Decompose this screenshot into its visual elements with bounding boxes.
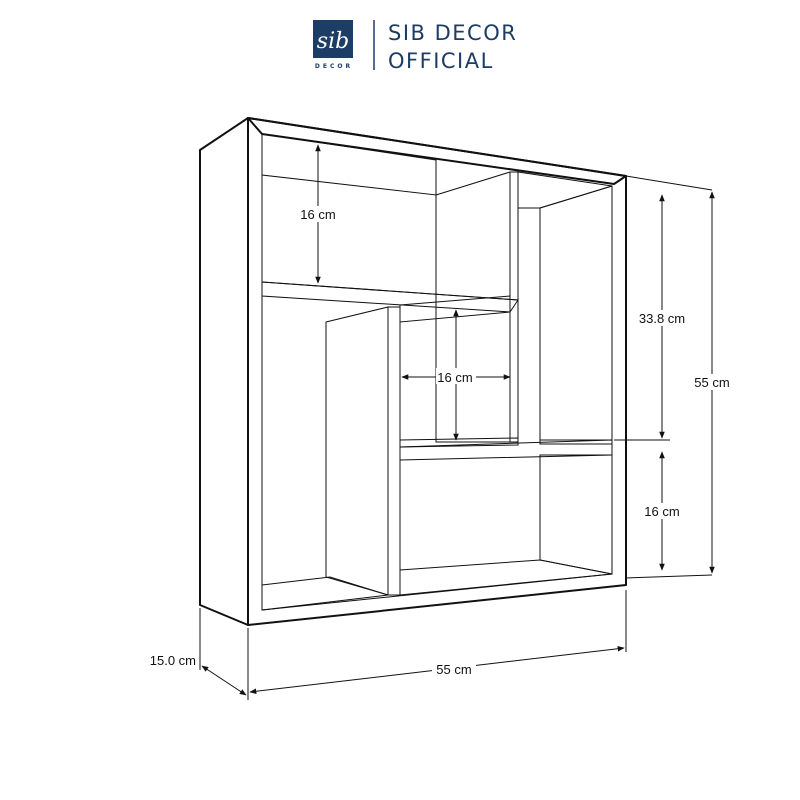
brand-name-line2: OFFICIAL [388, 49, 494, 73]
brand-header: sib DECOR SIB DECOR OFFICIAL [313, 20, 517, 73]
dim-bg-upper [640, 310, 690, 326]
lower-right-side [539, 454, 613, 575]
brand-name-line1: SIB DECOR [388, 21, 517, 45]
divider-lower-left-face [387, 306, 401, 596]
dim-line-depth [201, 665, 247, 696]
ext-line-top [625, 175, 713, 191]
dim-bg-middle [436, 368, 476, 384]
divider-right [539, 185, 613, 441]
dim-label-top-compartment: 16 cm [300, 207, 335, 222]
dim-label-upper-section: 33.8 cm [639, 311, 685, 326]
dim-bg-total-height [690, 374, 734, 390]
dim-label-total-width: 55 cm [436, 662, 471, 677]
shelf-unit [199, 117, 627, 626]
dim-label-total-height: 55 cm [694, 375, 729, 390]
shelf-lower-right [399, 439, 613, 461]
logo-square [313, 20, 353, 58]
divider-lower-left [325, 306, 389, 596]
dim-bg-top [298, 206, 338, 222]
dimensions: 16 cm 16 cm 33.8 cm 16 cm 55 cm 15.0 cm [150, 144, 734, 700]
back-wall-mid [399, 295, 511, 323]
logo-monogram: sib [317, 29, 349, 54]
top-panel [247, 117, 627, 185]
dim-label-middle-width: 16 cm [437, 370, 472, 385]
ext-line-bottom [625, 574, 713, 579]
divider-top-center-face [509, 171, 519, 443]
dim-bg-width [432, 661, 476, 677]
divider-top-center [435, 171, 511, 443]
brand-logo: sib DECOR [313, 20, 353, 70]
front-frame [247, 117, 627, 626]
bottom-floor-left [261, 576, 389, 611]
dim-label-bottom-section: 16 cm [644, 504, 679, 519]
left-side-panel [199, 117, 249, 626]
inner-frame-bottom [261, 573, 613, 611]
dim-bg-bottom [642, 503, 684, 519]
dim-label-depth: 15.0 cm [150, 653, 196, 668]
logo-subtext: DECOR [315, 63, 353, 70]
